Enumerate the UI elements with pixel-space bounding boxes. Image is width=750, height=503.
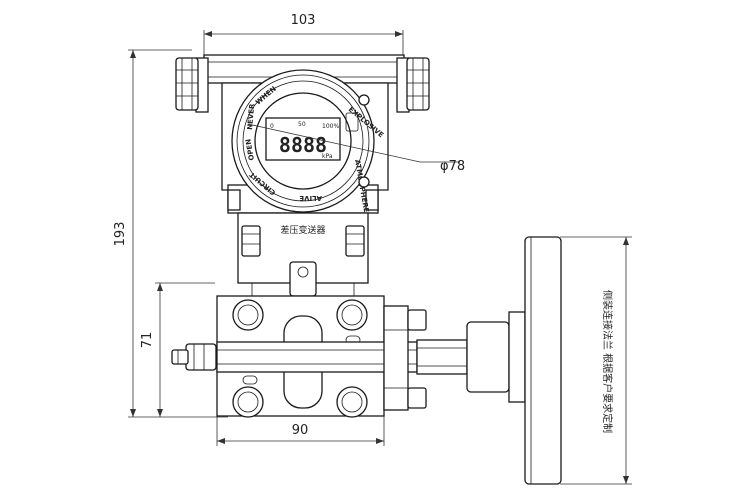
lcd-scale-mid: 50	[298, 121, 306, 128]
dimension-width-top: 103	[203, 13, 404, 60]
lcd-scale-max: 100%	[322, 123, 339, 130]
lcd-scale-min: 0	[270, 123, 274, 130]
left-vent-valve	[171, 343, 217, 371]
right-bolt-stack	[383, 305, 427, 411]
dim-193-label: 193	[113, 222, 128, 247]
conduit-bar	[195, 54, 410, 113]
ring-label-6: NEVER	[246, 103, 256, 130]
dim-103-label: 103	[291, 13, 316, 28]
dimension-flange-height	[560, 236, 632, 485]
ring-label-5: OPEN	[244, 138, 256, 161]
lcd-digits: 8888	[279, 133, 327, 157]
ring-label-3: ALIVE	[299, 194, 322, 202]
dimension-height-lower: 71	[140, 282, 215, 417]
dim-diameter-label: φ78	[440, 159, 465, 174]
sensor-body	[216, 295, 418, 418]
lcd-unit: kPa	[322, 153, 333, 160]
dimension-height-total: 193	[113, 49, 228, 418]
left-cable-gland	[175, 57, 199, 111]
connecting-pipe	[416, 311, 526, 403]
dim-90-label: 90	[292, 423, 309, 438]
dim-71-label: 71	[140, 332, 155, 349]
housing-label: 差压变送器	[280, 224, 325, 236]
diameter-callout: φ78	[247, 123, 465, 174]
side-flange	[524, 236, 562, 485]
flange-note: 侧装连接法兰 根据客户要求定制	[601, 290, 614, 433]
lcd-display: 0 50 100% 8888 kPa	[265, 112, 359, 161]
right-cable-gland	[406, 57, 430, 111]
